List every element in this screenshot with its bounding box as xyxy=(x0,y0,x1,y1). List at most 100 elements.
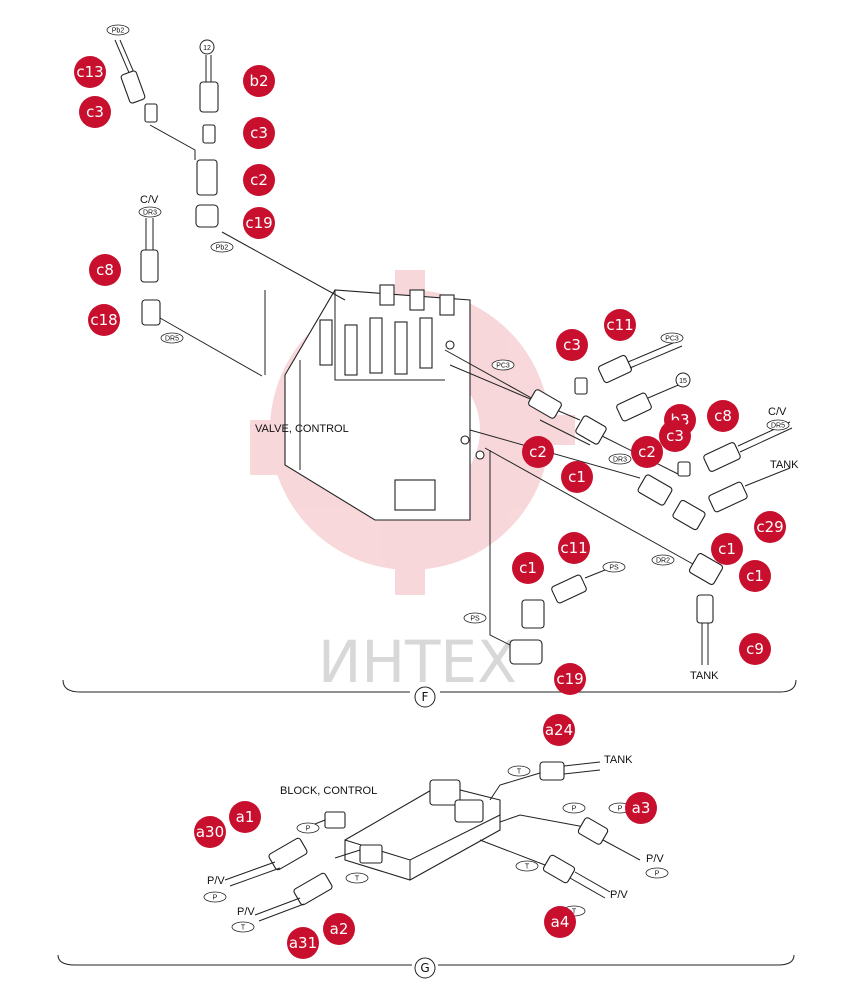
section-g-bracket: G xyxy=(57,954,795,979)
callout-badge: a3 xyxy=(625,792,657,824)
port-tag: P xyxy=(645,867,669,879)
port-tag: P xyxy=(562,802,586,814)
section-f-bracket: F xyxy=(62,679,797,708)
callout-text: c11 xyxy=(560,539,587,557)
callout-text: c2 xyxy=(638,443,656,461)
tank-label: TANK xyxy=(604,754,633,766)
port-tag: DR3 xyxy=(138,206,162,218)
callout-badge: c11 xyxy=(604,309,636,341)
port-tag: DR3 xyxy=(608,453,632,465)
callout-badge: c1 xyxy=(711,533,743,565)
callout-badge: c2 xyxy=(522,436,554,468)
callout-text: c3 xyxy=(250,124,268,142)
port-tag: PC3 xyxy=(660,332,684,344)
callout-text: c8 xyxy=(96,261,114,279)
callout-text: c19 xyxy=(556,670,583,688)
port-tag-text: PS xyxy=(470,616,480,623)
port-tags: Pb2Pb2DR3DR5PC3PC3DR3DR5PSPSDR2TPPTTPPTP… xyxy=(106,24,790,933)
callout-badge: a31 xyxy=(287,927,319,959)
watermark-text: ИНТЕХ xyxy=(318,628,517,696)
callout-text: c9 xyxy=(746,640,764,658)
port-tag-text: P xyxy=(655,871,660,878)
port-tag: T xyxy=(345,872,369,884)
port-tag: T xyxy=(515,860,539,872)
port-number-label: 12 xyxy=(203,45,211,52)
callout-text: a30 xyxy=(196,823,224,841)
port-tag: P xyxy=(203,891,227,903)
control-block-body xyxy=(324,779,501,881)
callout-text: a24 xyxy=(545,721,573,739)
pv-label: P/V xyxy=(237,906,255,918)
port-tag-text: DR5 xyxy=(771,423,785,430)
control-valve-body xyxy=(284,284,485,521)
section-g-label: G xyxy=(420,961,429,975)
port-tag-text: DR5 xyxy=(165,336,179,343)
callout-badge: c8 xyxy=(707,400,739,432)
port-tag: DR5 xyxy=(160,332,184,344)
port-tag-text: PS xyxy=(609,565,619,572)
callout-text: c2 xyxy=(250,171,268,189)
callout-text: c1 xyxy=(718,540,736,558)
callout-text: c2 xyxy=(529,443,547,461)
port-tag-text: DR3 xyxy=(613,457,627,464)
callout-badge: c19 xyxy=(554,663,586,695)
port-tag-text: PC3 xyxy=(665,336,679,343)
tank-label: TANK xyxy=(690,670,719,682)
port-tag: DR2 xyxy=(651,554,675,566)
port-tag: DR5 xyxy=(766,419,790,431)
callout-text: b2 xyxy=(249,72,268,90)
callout-badge: c29 xyxy=(754,511,786,543)
callout-badge: a4 xyxy=(544,906,576,938)
port-tag-text: T xyxy=(525,864,530,871)
callout-text: c3 xyxy=(666,427,684,445)
tank-label: TANK xyxy=(770,459,799,471)
port-tag-text: Pb2 xyxy=(112,28,125,35)
callout-badge: c8 xyxy=(89,254,121,286)
callout-badge: c3 xyxy=(243,117,275,149)
fittings-right xyxy=(509,339,793,665)
callout-text: a4 xyxy=(551,913,570,931)
pv-label: P/V xyxy=(646,853,664,865)
port-tag: T xyxy=(507,765,531,777)
callout-badge: c1 xyxy=(561,461,593,493)
port-tag: PS xyxy=(602,561,626,573)
callout-badge: c2 xyxy=(243,164,275,196)
callout-text: c1 xyxy=(519,559,537,577)
callout-badge: c18 xyxy=(88,304,120,336)
callout-text: c29 xyxy=(756,518,783,536)
callout-badge: c9 xyxy=(739,633,771,665)
pv-label: P/V xyxy=(610,889,628,901)
callout-badge: b2 xyxy=(243,65,275,97)
pv-label: P/V xyxy=(207,875,225,887)
port-tag: T xyxy=(231,921,255,933)
callout-text: a3 xyxy=(632,799,651,817)
callout-badge: a1 xyxy=(229,801,261,833)
callout-badge: c3 xyxy=(556,329,588,361)
callout-badge: a2 xyxy=(323,913,355,945)
callout-badge: c11 xyxy=(558,532,590,564)
hose-lines-g xyxy=(224,761,641,922)
port-tag-text: PC3 xyxy=(496,363,510,370)
callout-text: c1 xyxy=(568,468,586,486)
callout-badge: c3 xyxy=(79,96,111,128)
port-tag-text: P xyxy=(213,895,218,902)
cv-label: C/V xyxy=(140,194,159,206)
port-number-label: 15 xyxy=(679,378,687,385)
callout-badge: c19 xyxy=(243,207,275,239)
port-tag-text: P xyxy=(618,806,623,813)
port-tag-text: DR2 xyxy=(656,558,670,565)
callout-text: c13 xyxy=(76,63,103,81)
port-tag-text: T xyxy=(241,925,246,932)
callout-badge: c13 xyxy=(74,56,106,88)
port-tag: Pb2 xyxy=(210,241,234,253)
port-tag-text: P xyxy=(572,806,577,813)
block-control-label: BLOCK, CONTROL xyxy=(280,785,377,797)
callout-badge: c3 xyxy=(659,420,691,452)
callout-text: c3 xyxy=(86,103,104,121)
callout-text: a31 xyxy=(289,934,317,952)
section-f-label: F xyxy=(422,690,429,704)
port-tag: Pb2 xyxy=(106,24,130,36)
callout-badges: c13c3b2c3c2c19c8c18c3c11c2c1b3c2c3c8c1c2… xyxy=(74,56,786,959)
port-tag-text: Pb2 xyxy=(216,245,229,252)
port-tag-text: P xyxy=(306,826,311,833)
